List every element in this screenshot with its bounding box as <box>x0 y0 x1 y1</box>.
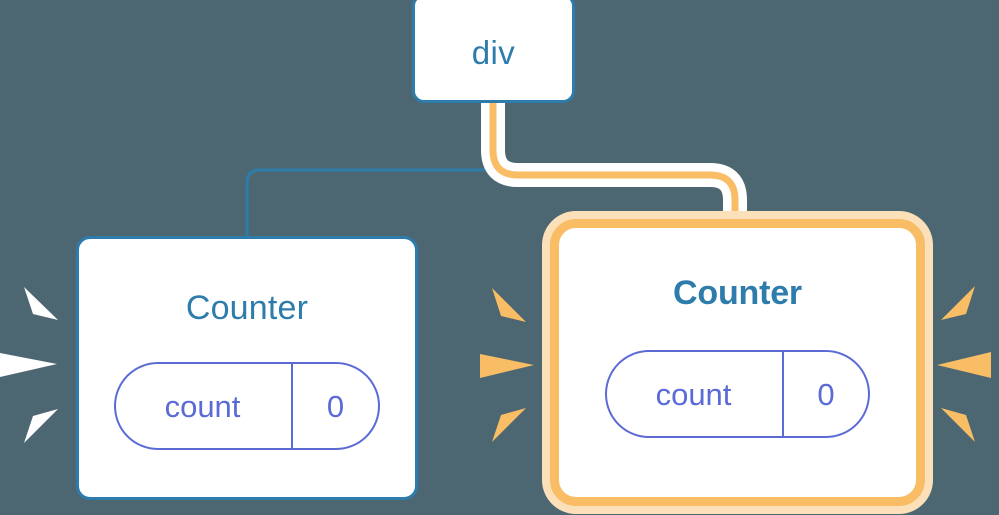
state-pill-left-divider <box>291 364 293 448</box>
sparkle-rays-left <box>0 287 58 443</box>
sparkle-ray-icon <box>0 353 57 377</box>
state-pill-left-key: count <box>164 388 241 424</box>
state-pill-left-value: 0 <box>326 388 345 424</box>
sparkle-ray-icon <box>480 354 534 378</box>
sparkle-ray-icon <box>941 408 975 442</box>
state-pill-left: count 0 <box>114 362 380 450</box>
sparkle-ray-icon <box>937 352 991 378</box>
sparkle-ray-icon <box>941 286 975 320</box>
state-pill-right-divider <box>782 352 784 436</box>
sparkle-rays-right <box>937 286 991 442</box>
node-counter-left-label: Counter <box>185 289 309 327</box>
sparkle-ray-icon <box>492 408 526 442</box>
node-counter-left[interactable]: Counter count 0 <box>76 236 418 500</box>
connector-div-to-counter-right-halo <box>481 91 747 247</box>
sparkle-ray-icon <box>24 409 58 443</box>
sparkle-ray-icon <box>492 288 526 322</box>
node-counter-right-label: Counter <box>673 274 802 312</box>
connector-div-to-counter-right <box>489 99 739 239</box>
node-div[interactable]: div <box>412 0 575 103</box>
state-pill-right: count 0 <box>605 350 870 438</box>
sparkle-ray-icon <box>24 287 58 320</box>
sparkle-rays-middle <box>480 288 534 442</box>
node-counter-right[interactable]: Counter count 0 <box>550 219 925 506</box>
node-div-label: div <box>471 34 516 71</box>
connector-div-to-counter-left <box>245 101 495 241</box>
state-pill-right-key: count <box>655 376 732 412</box>
state-pill-right-value: 0 <box>817 376 835 412</box>
